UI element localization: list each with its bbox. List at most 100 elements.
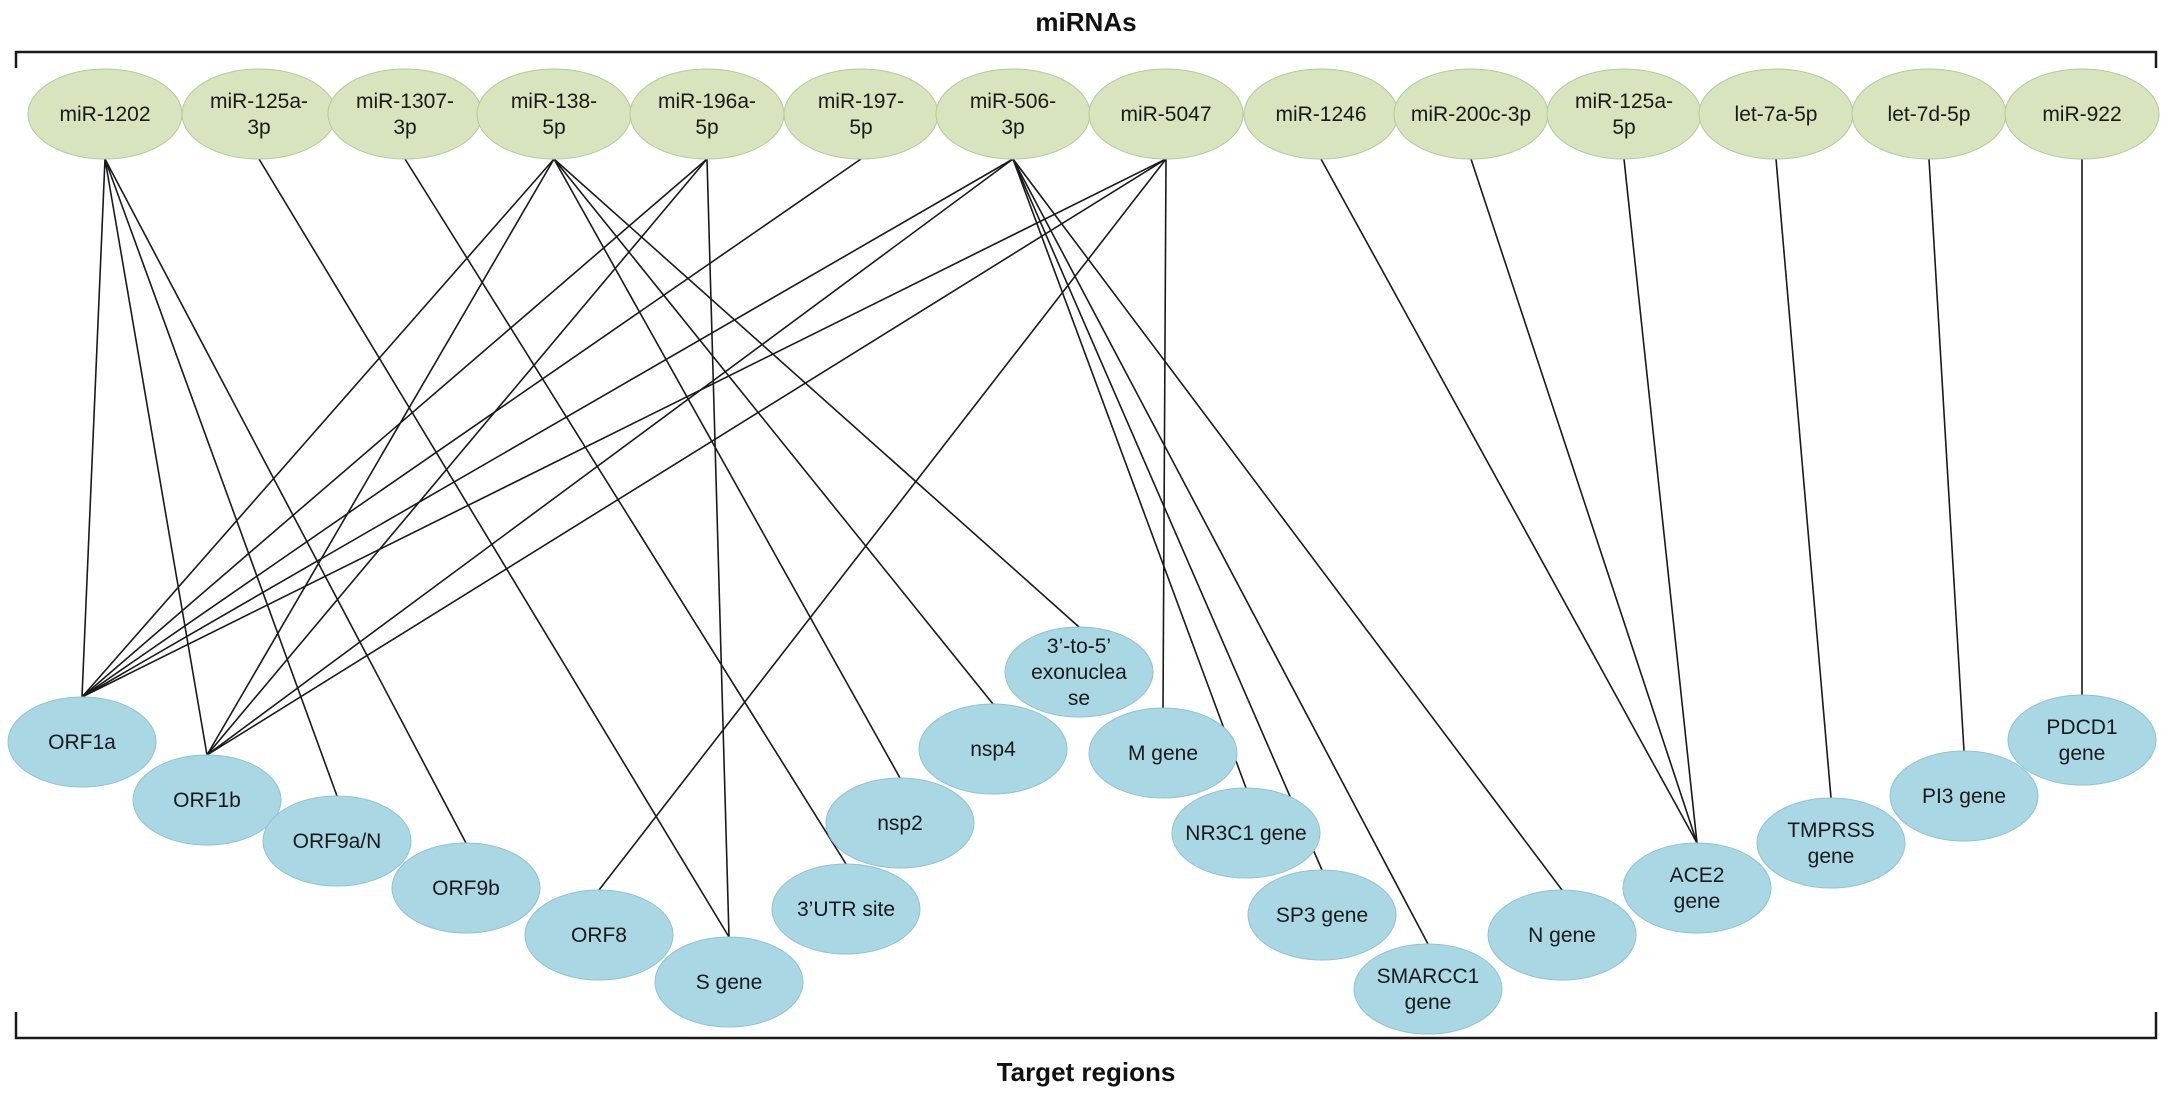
target-node-orf8-label: ORF8 [571, 924, 627, 947]
target-node-ace2: ACE2 gene [1622, 842, 1772, 934]
target-node-ngene-label: N gene [1528, 924, 1596, 947]
mirna-node-m5-label: 5p [695, 116, 718, 139]
mirna-node-m11-ellipse [1546, 68, 1702, 160]
edge-m12-tmprss [1775, 158, 1832, 799]
target-node-sp3-label: SP3 gene [1276, 904, 1368, 927]
target-node-ngene-ellipse [1487, 889, 1637, 981]
mirna-node-m1-label: miR-1202 [59, 103, 150, 126]
mirna-nodes-group: miR-1202miR-125a-3pmiR-1307-3pmiR-138-5p… [27, 68, 2160, 160]
mirna-node-m12: let-7a-5p [1698, 68, 1854, 160]
top-bracket [14, 50, 2158, 68]
mirna-node-m8: miR-5047 [1088, 68, 1244, 160]
target-node-smarcc1-ellipse [1353, 943, 1503, 1035]
target-node-mgene-ellipse [1088, 707, 1238, 799]
target-node-ace2-label: ACE2 [1670, 864, 1725, 887]
mirna-node-m14: miR-922 [2004, 68, 2160, 160]
edge-m7-smarcc1 [1012, 158, 1429, 945]
mirna-node-m14-ellipse [2004, 68, 2160, 160]
target-node-nr3c1: NR3C1 gene [1171, 787, 1321, 879]
mirna-node-m6-label: 5p [849, 116, 872, 139]
edge-m5-orf1b [206, 158, 708, 756]
target-node-sp3: SP3 gene [1247, 869, 1397, 961]
target-node-exo-label: 3’-to-5’ [1047, 635, 1111, 658]
edge-m8-mgene [1162, 158, 1167, 709]
target-node-mgene: M gene [1088, 707, 1238, 799]
target-node-smarcc1-label: gene [1405, 991, 1452, 1014]
target-node-nsp2-label: nsp2 [877, 812, 923, 835]
target-node-nr3c1-ellipse [1171, 787, 1321, 879]
target-node-orf1b: ORF1b [132, 754, 282, 846]
edge-m5-sgene [706, 158, 730, 938]
mirna-node-m7-label: 3p [1001, 116, 1024, 139]
target-node-nr3c1-label: NR3C1 gene [1185, 822, 1306, 845]
target-node-mgene-label: M gene [1128, 742, 1198, 765]
mirna-node-m7: miR-506-3p [935, 68, 1091, 160]
edge-m2-sgene [258, 158, 730, 938]
target-node-exo-label: exonuclea [1031, 661, 1127, 684]
target-node-utr-label: 3’UTR site [797, 898, 895, 921]
edge-m4-exo [553, 158, 1080, 628]
target-node-sgene-ellipse [654, 936, 804, 1028]
target-node-orf1b-label: ORF1b [173, 789, 241, 812]
edge-m8-orf8 [598, 158, 1167, 891]
edge-m10-ace2 [1470, 158, 1698, 844]
mirna-node-m5: miR-196a- 5p [629, 68, 785, 160]
edge-m5-orf1a [81, 158, 708, 698]
target-node-pdcd1-label: PDCD1 [2046, 716, 2117, 739]
target-node-orf1a-label: ORF1a [48, 731, 116, 754]
mirna-node-m2: miR-125a-3p [181, 68, 337, 160]
edge-m8-orf1a [81, 158, 1167, 698]
target-node-nsp2-ellipse [825, 777, 975, 869]
target-node-pdcd1-label: gene [2059, 742, 2106, 765]
target-node-ace2-label: gene [1674, 890, 1721, 913]
target-node-orf9b-label: ORF9b [432, 877, 500, 900]
target-node-tmprss-ellipse [1756, 797, 1906, 889]
mirna-node-m10: miR-200c-3p [1393, 68, 1549, 160]
edge-m6-orf1a [81, 158, 862, 698]
mirna-node-m5-label: miR-196a- [658, 90, 756, 113]
edge-m4-orf1a [81, 158, 555, 698]
mirna-node-m6: miR-197-5p [783, 68, 939, 160]
mirna-node-m6-ellipse [783, 68, 939, 160]
target-node-orf8: ORF8 [524, 889, 674, 981]
mirna-node-m3-label: miR-1307- [356, 90, 454, 113]
target-node-exo-ellipse [1004, 626, 1154, 718]
mirna-node-m7-ellipse [935, 68, 1091, 160]
mirna-node-m13-label: let-7d-5p [1888, 103, 1971, 126]
edges-group [81, 158, 2083, 945]
edge-m1-orf9an [104, 158, 338, 797]
mirnas-title: miRNAs [1035, 7, 1136, 37]
target-node-orf1b-ellipse [132, 754, 282, 846]
mirna-node-m9-label: miR-1246 [1275, 103, 1366, 126]
target-node-pi3: PI3 gene [1889, 750, 2039, 842]
edge-m4-orf1b [206, 158, 555, 756]
edge-m7-orf1a [81, 158, 1014, 698]
mirna-node-m14-label: miR-922 [2042, 103, 2121, 126]
mirna-node-m10-label: miR-200c-3p [1411, 103, 1531, 126]
target-node-orf9an-ellipse [262, 795, 412, 887]
target-node-utr-ellipse [771, 863, 921, 955]
target-node-sgene-label: S gene [696, 971, 763, 994]
target-node-orf1a: ORF1a [7, 696, 157, 788]
target-node-nsp4: nsp4 [918, 703, 1068, 795]
edge-m1-orf1a [81, 158, 106, 698]
edge-m4-nsp2 [553, 158, 901, 779]
edge-m11-ace2 [1623, 158, 1698, 844]
target-node-orf9an-label: ORF9a/N [293, 830, 382, 853]
edge-m8-orf1b [206, 158, 1167, 756]
target-node-sp3-ellipse [1247, 869, 1397, 961]
target-node-exo-label: se [1068, 687, 1090, 710]
mirna-node-m12-label: let-7a-5p [1735, 103, 1818, 126]
mirna-node-m13: let-7d-5p [1851, 68, 2007, 160]
edge-m3-utr [404, 158, 847, 865]
mirna-node-m11-label: 5p [1612, 116, 1635, 139]
mirna-node-m2-label: miR-125a- [210, 90, 308, 113]
target-node-tmprss-label: gene [1808, 845, 1855, 868]
target-node-sgene: S gene [654, 936, 804, 1028]
mirna-node-m11: miR-125a-5p [1546, 68, 1702, 160]
mirna-node-m3: miR-1307-3p [327, 68, 483, 160]
